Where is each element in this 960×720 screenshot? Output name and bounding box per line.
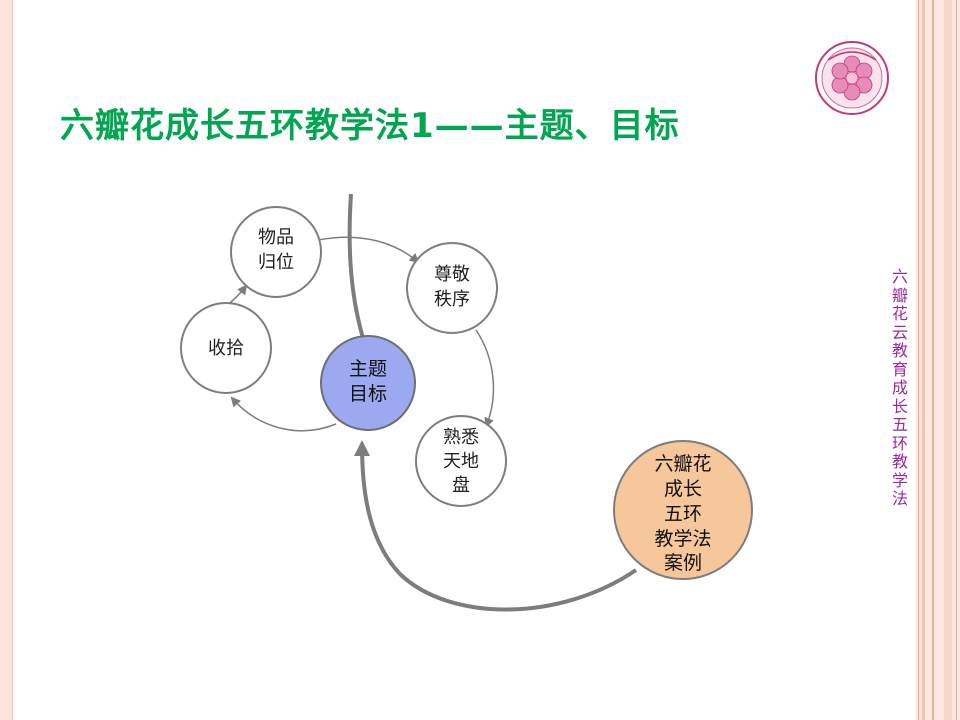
node-shuxi-line1: 熟悉 xyxy=(443,427,479,448)
right-decor-band xyxy=(916,0,960,720)
side-caption-char: 成 xyxy=(891,378,908,397)
side-caption-char: 环 xyxy=(891,433,908,453)
node-shoushi: 收拾 xyxy=(180,302,272,394)
side-caption-char: 瓣 xyxy=(891,285,908,305)
center-line1: 主题 xyxy=(349,358,387,380)
flower-logo-icon xyxy=(815,41,889,115)
case-line4: 教学法 xyxy=(654,528,711,550)
side-caption-char: 六 xyxy=(891,267,908,286)
case-return-arrow xyxy=(354,440,638,612)
case-line2: 成长 xyxy=(664,478,702,500)
side-caption-char: 学 xyxy=(891,470,908,490)
node-wupin: 物品 归位 xyxy=(230,206,322,298)
node-zunjing: 尊敬 秩序 xyxy=(406,242,498,334)
side-caption-char: 花 xyxy=(891,304,908,323)
side-caption-vertical: 六瓣花云教育成长五环教学法 xyxy=(888,267,912,509)
side-caption-char: 五 xyxy=(891,415,908,434)
page-title: 六瓣花成长五环教学法1——主题、目标 xyxy=(60,106,680,146)
node-shoushi-line1: 收拾 xyxy=(208,338,244,359)
arrow-zunjing-to-shuxi xyxy=(475,329,495,428)
arrow-wupin-to-zunjing xyxy=(317,236,420,264)
case-line5: 案例 xyxy=(664,552,702,574)
side-caption-char: 育 xyxy=(891,359,908,379)
left-decor-bar xyxy=(0,0,13,720)
center-line2: 目标 xyxy=(349,383,387,405)
side-caption-char: 法 xyxy=(891,489,908,508)
case-line1: 六瓣花 xyxy=(654,453,711,475)
side-caption-char: 教 xyxy=(891,452,908,471)
top-connector-line xyxy=(347,193,365,339)
node-zunjing-line2: 秩序 xyxy=(434,289,470,310)
node-wupin-line1: 物品 xyxy=(258,227,294,248)
node-case: 六瓣花 成长 五环 教学法 案例 xyxy=(613,440,753,580)
case-line3: 五环 xyxy=(664,503,702,525)
node-wupin-line2: 归位 xyxy=(258,252,294,273)
node-shuxi: 熟悉 天地 盘 xyxy=(415,415,507,507)
side-caption-char: 长 xyxy=(891,396,908,416)
arrow-center-to-shoushi xyxy=(230,396,337,432)
node-shuxi-line2: 天地 xyxy=(443,451,479,472)
node-shuxi-line3: 盘 xyxy=(452,475,470,496)
side-caption-char: 云 xyxy=(891,322,908,342)
node-zunjing-line1: 尊敬 xyxy=(434,264,470,285)
side-caption-char: 教 xyxy=(891,341,908,360)
node-center: 主题 目标 xyxy=(320,335,416,431)
